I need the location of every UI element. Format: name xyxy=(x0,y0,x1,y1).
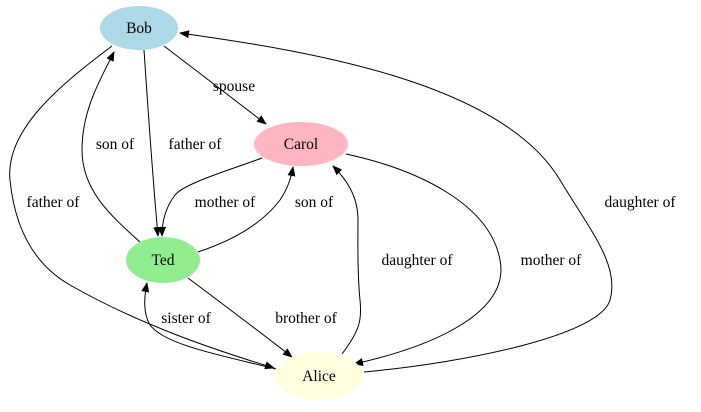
edge-label-alice-bob: daughter of xyxy=(604,194,676,211)
edge-label-alice-carol: daughter of xyxy=(381,252,453,269)
node-ted-label: Ted xyxy=(151,252,174,269)
edge-label-bob-alice: father of xyxy=(27,194,81,211)
node-ted[interactable]: Ted xyxy=(126,237,200,283)
node-bob-shape xyxy=(100,6,178,50)
node-ted-shape xyxy=(126,237,200,283)
edge-label-spouse: spouse xyxy=(213,78,255,95)
edge-alice-bob xyxy=(179,30,613,373)
node-bob-label: Bob xyxy=(126,20,152,37)
node-alice-shape xyxy=(275,352,363,400)
node-carol-label: Carol xyxy=(284,136,318,153)
node-alice[interactable]: Alice xyxy=(275,352,363,400)
edge-ted-carol xyxy=(197,166,296,253)
edge-ted-bob xyxy=(81,51,141,243)
edge-bob-ted xyxy=(143,49,162,237)
node-alice-label: Alice xyxy=(302,368,336,385)
edge-label-carol-ted: mother of xyxy=(195,194,257,211)
edge-label-alice-ted: sister of xyxy=(161,310,211,327)
edge-label-bob-ted: father of xyxy=(169,136,223,153)
edge-carol-alice xyxy=(345,153,502,366)
edge-bob-alice xyxy=(9,45,275,370)
edge-bob-carol xyxy=(163,45,267,125)
edge-label-ted-alice: brother of xyxy=(275,310,337,327)
edge-label-carol-alice: mother of xyxy=(521,252,583,269)
node-carol[interactable]: Carol xyxy=(254,122,348,166)
node-carol-shape xyxy=(254,122,348,166)
edge-ted-alice xyxy=(187,277,293,358)
edge-alice-carol xyxy=(332,165,362,355)
edge-label-ted-bob: son of xyxy=(96,136,135,153)
node-bob[interactable]: Bob xyxy=(100,6,178,50)
edge-label-ted-carol: son of xyxy=(295,194,334,211)
edge-alice-ted xyxy=(141,282,277,370)
edge-carol-ted xyxy=(158,157,263,237)
